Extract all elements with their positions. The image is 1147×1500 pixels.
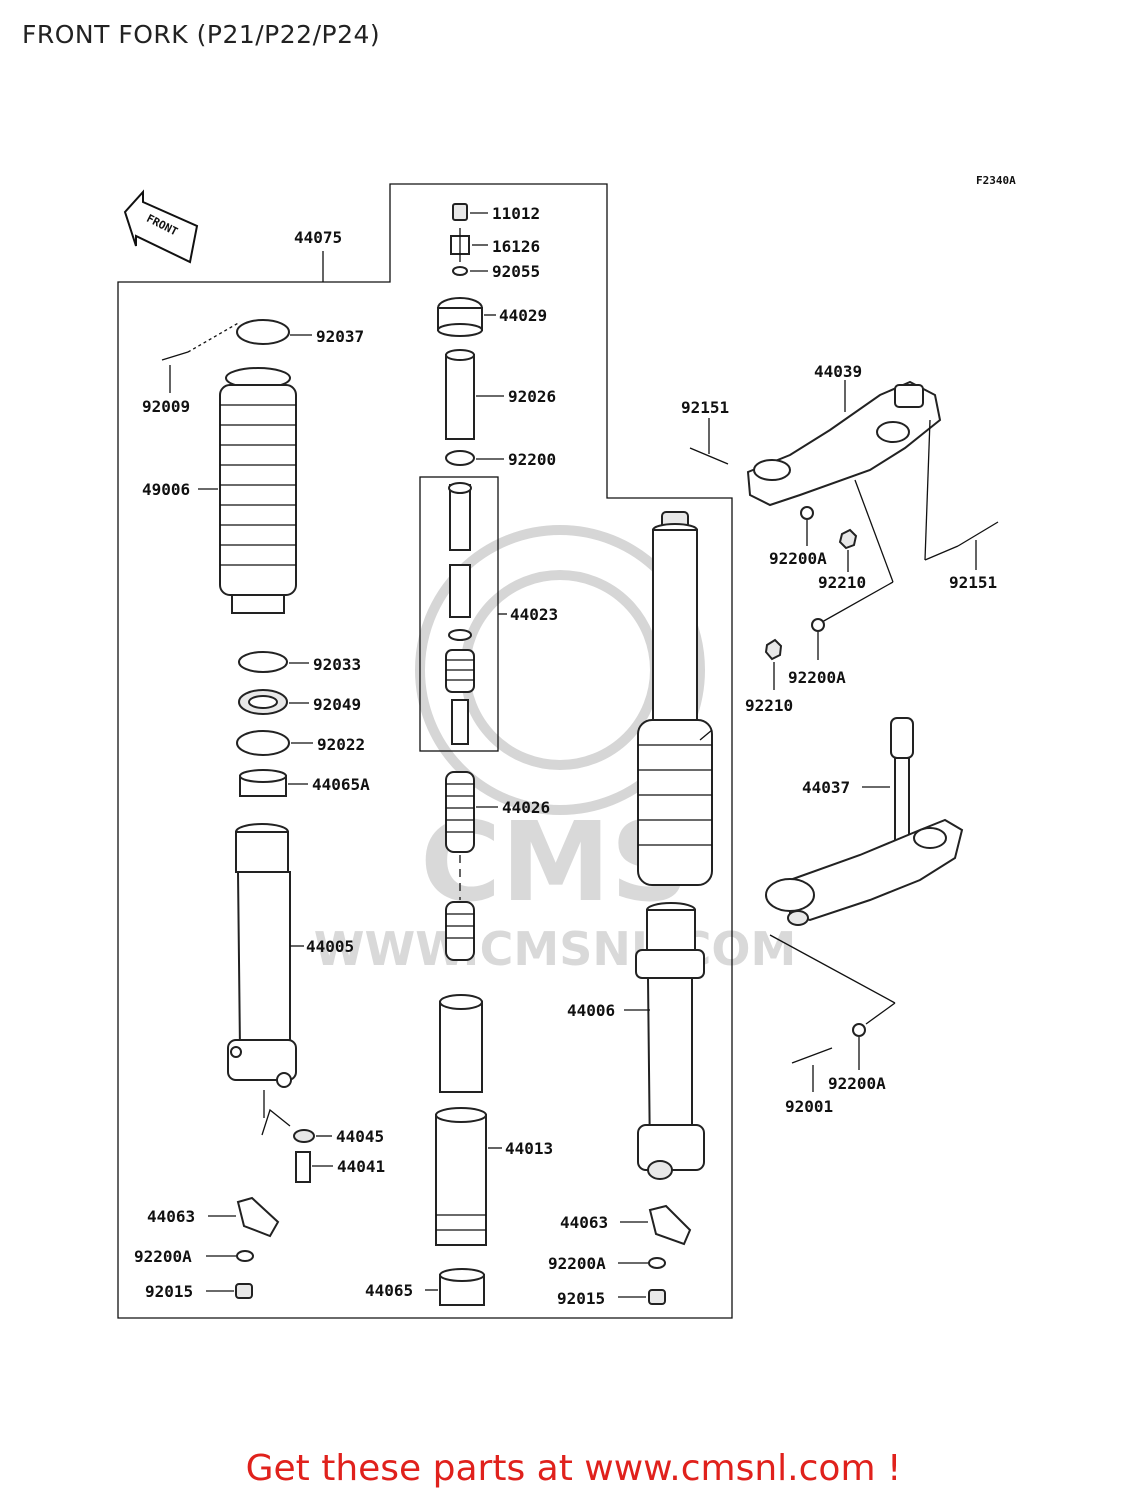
part-label-92151-a[interactable]: 92151 xyxy=(681,398,729,417)
part-44045 xyxy=(293,1129,315,1143)
part-label-92037[interactable]: 92037 xyxy=(316,327,364,346)
part-label-44026[interactable]: 44026 xyxy=(502,798,550,817)
part-label-44063-left[interactable]: 44063 xyxy=(147,1207,195,1226)
part-44065 xyxy=(439,1268,485,1306)
assembly-outline xyxy=(117,183,733,1319)
part-92015-left xyxy=(235,1283,253,1299)
part-label-11012[interactable]: 11012 xyxy=(492,204,540,223)
footer-parts-link[interactable]: Get these parts at www.cmsnl.com ! xyxy=(245,1448,902,1489)
part-label-49006[interactable]: 49006 xyxy=(142,480,190,499)
part-label-44041[interactable]: 44041 xyxy=(337,1157,385,1176)
part-label-92026[interactable]: 92026 xyxy=(508,387,556,406)
part-44039 xyxy=(746,380,942,507)
watermark-url: WWW.CMSNL.COM xyxy=(314,922,797,976)
part-label-92200A-b[interactable]: 92200A xyxy=(788,668,846,687)
part-92151-b xyxy=(957,521,999,547)
part-92001 xyxy=(791,1047,833,1064)
part-92015-right xyxy=(648,1289,666,1305)
part-label-92200A-a[interactable]: 92200A xyxy=(769,549,827,568)
part-label-92210-b[interactable]: 92210 xyxy=(745,696,793,715)
drain-leader xyxy=(261,1108,291,1136)
part-label-44075[interactable]: 44075 xyxy=(294,228,342,247)
cms-watermark: CMS WWW.CMSNL.COM xyxy=(314,525,797,976)
part-label-92049[interactable]: 92049 xyxy=(313,695,361,714)
part-label-92033[interactable]: 92033 xyxy=(313,655,361,674)
page-title: FRONT FORK (P21/P22/P24) xyxy=(22,20,381,49)
part-label-92200A-right[interactable]: 92200A xyxy=(548,1254,606,1273)
part-92151-a xyxy=(689,447,729,465)
part-label-44039[interactable]: 44039 xyxy=(814,362,862,381)
part-92055 xyxy=(452,266,468,276)
part-label-44037[interactable]: 44037 xyxy=(802,778,850,797)
part-44063-right xyxy=(648,1204,692,1246)
diagram-ref-code: F2340A xyxy=(976,174,1016,187)
part-label-44029[interactable]: 44029 xyxy=(499,306,547,325)
part-44029 xyxy=(437,297,483,337)
part-92200A-right xyxy=(648,1257,666,1269)
part-label-92200A-c[interactable]: 92200A xyxy=(828,1074,886,1093)
part-92022 xyxy=(236,730,290,756)
part-44013 xyxy=(435,994,487,1246)
part-label-44065A[interactable]: 44065A xyxy=(312,775,370,794)
part-44006 xyxy=(635,511,713,1180)
part-49006 xyxy=(219,367,297,614)
part-label-92009[interactable]: 92009 xyxy=(142,397,190,416)
part-label-92055[interactable]: 92055 xyxy=(492,262,540,281)
part-44026 xyxy=(445,771,475,961)
part-44065A xyxy=(239,769,287,797)
part-44037 xyxy=(765,717,964,926)
part-label-44006[interactable]: 44006 xyxy=(567,1001,615,1020)
part-16126 xyxy=(450,228,470,262)
part-92009 xyxy=(161,321,241,361)
part-label-92200A-left[interactable]: 92200A xyxy=(134,1247,192,1266)
part-44023 xyxy=(445,482,475,745)
part-92049 xyxy=(238,689,288,715)
part-label-92015-left[interactable]: 92015 xyxy=(145,1282,193,1301)
part-92200A-a xyxy=(800,506,814,520)
part-label-44013[interactable]: 44013 xyxy=(505,1139,553,1158)
part-44041 xyxy=(295,1151,311,1183)
part-92037 xyxy=(236,319,290,345)
part-44063-left xyxy=(236,1196,280,1238)
part-label-44023[interactable]: 44023 xyxy=(510,605,558,624)
part-11012 xyxy=(452,203,468,221)
part-label-16126[interactable]: 16126 xyxy=(492,237,540,256)
part-92200A-c xyxy=(852,1023,866,1037)
part-92210-b xyxy=(764,638,783,661)
part-label-44065[interactable]: 44065 xyxy=(365,1281,413,1300)
front-direction-arrow: FRONT xyxy=(123,189,199,264)
part-92200 xyxy=(445,450,475,466)
part-label-92200[interactable]: 92200 xyxy=(508,450,556,469)
part-label-92022[interactable]: 92022 xyxy=(317,735,365,754)
part-92200A-left xyxy=(236,1250,254,1262)
part-92200A-b xyxy=(811,618,825,632)
part-44005 xyxy=(227,823,297,1118)
part-label-44045[interactable]: 44045 xyxy=(336,1127,384,1146)
part-label-44005[interactable]: 44005 xyxy=(306,937,354,956)
part-label-92151-b[interactable]: 92151 xyxy=(949,573,997,592)
part-92026 xyxy=(445,349,475,440)
part-label-44063-right[interactable]: 44063 xyxy=(560,1213,608,1232)
part-label-92015-right[interactable]: 92015 xyxy=(557,1289,605,1308)
parts-diagram: CMS WWW.CMSNL.COM FRONT F2340A 44075 110… xyxy=(117,174,1016,1319)
part-label-92001[interactable]: 92001 xyxy=(785,1097,833,1116)
part-label-92210-a[interactable]: 92210 xyxy=(818,573,866,592)
part-92210-a xyxy=(838,528,858,550)
part-92033 xyxy=(238,651,288,673)
